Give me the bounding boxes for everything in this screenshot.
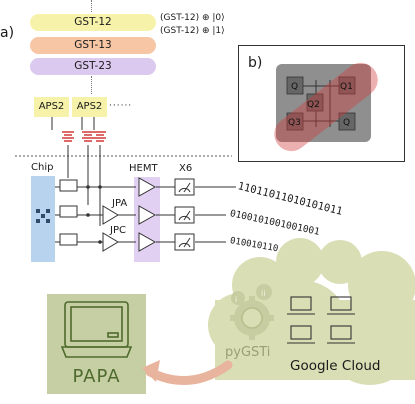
attenuator-icons: [62, 131, 106, 142]
info-bubble-2: [256, 284, 272, 300]
qubit-pair-highlight: [274, 62, 378, 152]
google-cloud-label: Google Cloud: [290, 358, 381, 374]
svg-text:Q: Q: [291, 82, 298, 92]
svg-text:Q1: Q1: [340, 82, 353, 92]
jpc-label: JPC: [110, 225, 126, 236]
aps2-box-2: APS2: [72, 97, 107, 117]
papa-box: [47, 294, 146, 394]
junction-dots: [86, 185, 102, 244]
hemt-label: HEMT: [129, 163, 158, 174]
jpa-jpc-amplifiers: [102, 205, 119, 252]
papa-computer-icon: [60, 301, 133, 358]
ket-zero: (GST-12) ⊕ |0⟩: [160, 13, 225, 23]
upload-arrow: [145, 360, 233, 385]
aps2-box-1: APS2: [34, 97, 69, 117]
panel-a-label: a): [0, 25, 15, 41]
info-bubble: [231, 291, 245, 305]
meter-needles: [178, 182, 191, 248]
chip-grid-icon: [36, 209, 50, 223]
panel-b-frame: [238, 45, 405, 162]
info-bubble-mark-1: i: [235, 295, 237, 304]
qubit-labels: Q Q1 Q2 Q3 Q: [288, 82, 353, 128]
mid-dotted-line: [91, 76, 92, 94]
arrow-head: [142, 360, 160, 382]
gate-gst-13: GST-13: [30, 37, 156, 54]
svg-text:Q: Q: [343, 118, 350, 128]
hemt-amplifiers: [138, 177, 157, 252]
chip-block: [31, 176, 55, 262]
aps2-more-dots: ······: [109, 101, 133, 111]
cloud-shape: [208, 238, 415, 385]
ket-one: (GST-12) ⊕ |1⟩: [160, 26, 225, 36]
gate-gst-23: GST-23: [30, 58, 156, 75]
gate-gst-12: GST-12: [30, 14, 156, 31]
computer-icons: [287, 296, 355, 344]
x6-label: X6: [179, 163, 193, 174]
gear-center: [241, 307, 263, 329]
papa-label: PAPA: [72, 366, 121, 387]
coupler-boxes: [59, 179, 78, 246]
pygsti-label: pyGSTi: [225, 345, 271, 360]
panel-b-label: b): [248, 55, 263, 71]
svg-text:Q2: Q2: [307, 100, 320, 110]
svg-text:Q3: Q3: [288, 118, 301, 128]
x6-digitizers: [174, 178, 195, 251]
chip-label: Chip: [31, 162, 54, 173]
top-dotted-line: [91, 0, 92, 12]
info-bubble-mark-2: ii: [261, 289, 265, 298]
jpa-label: JPA: [112, 198, 128, 209]
qubit-squares: [286, 76, 356, 131]
